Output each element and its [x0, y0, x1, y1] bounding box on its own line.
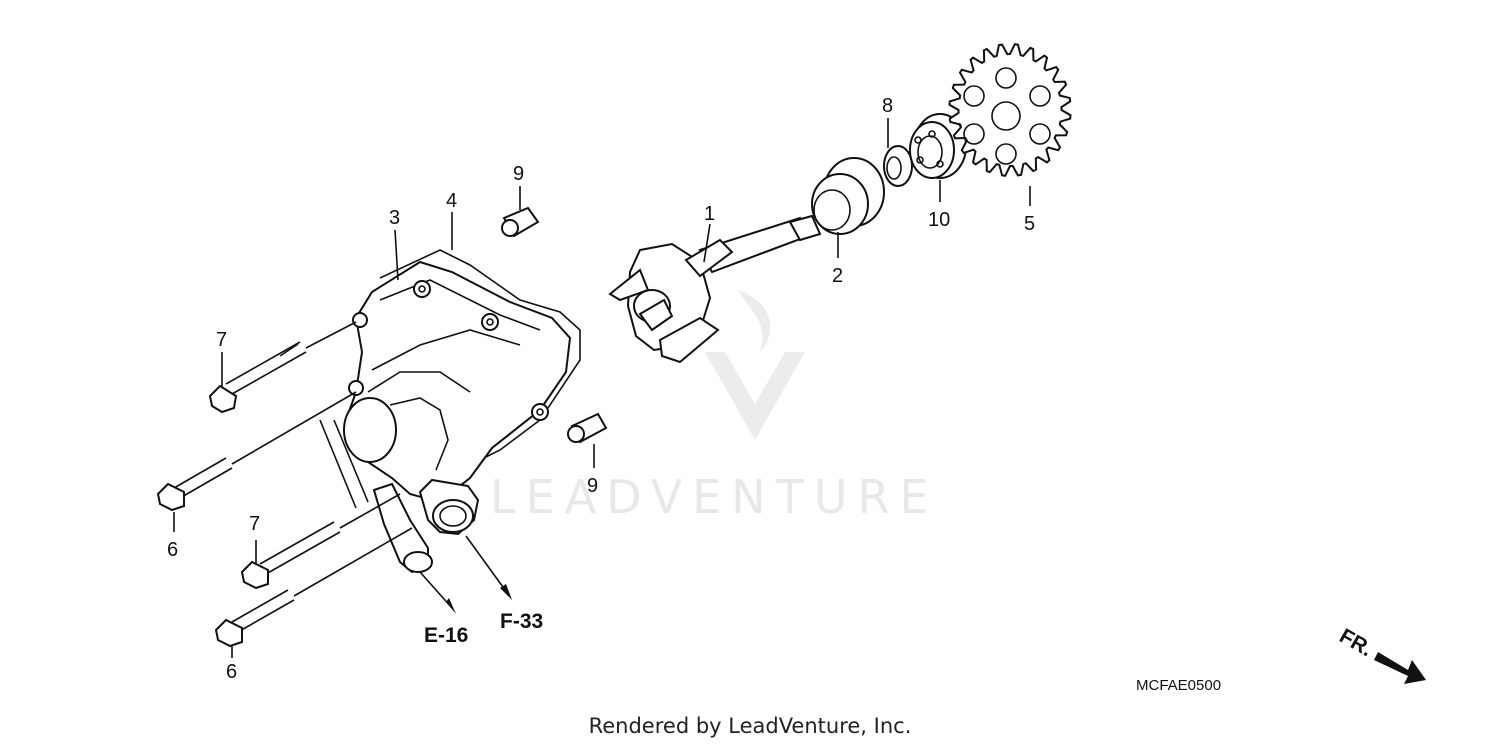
callout-7-upper: 7	[216, 329, 227, 351]
reference-f33: F-33	[500, 610, 543, 633]
reference-arrows	[419, 535, 512, 614]
footer-credit: Rendered by LeadVenture, Inc.	[588, 714, 912, 738]
callout-6-lower: 6	[226, 661, 237, 683]
front-direction-indicator: FR.	[1336, 624, 1426, 684]
mechanical-seal	[811, 157, 885, 235]
drive-gear	[948, 43, 1072, 177]
callout-9-lower: 9	[587, 475, 598, 497]
impeller-shaft	[608, 214, 822, 364]
callout-4: 4	[446, 190, 457, 212]
bolt-6-upper	[156, 391, 357, 512]
callout-3: 3	[389, 207, 400, 229]
bolt-6-lower	[214, 527, 413, 648]
watermark: LEADVENTURE	[490, 290, 939, 524]
bolt-7-upper	[208, 321, 357, 414]
callout-6-upper: 6	[167, 539, 178, 561]
reference-e16: E-16	[424, 624, 468, 647]
bolt-7-lower	[240, 493, 401, 590]
leader-lines	[173, 118, 1031, 658]
callout-9-upper: 9	[513, 163, 524, 185]
watermark-text: LEADVENTURE	[490, 470, 939, 524]
washer	[883, 145, 913, 187]
callout-8: 8	[882, 95, 893, 117]
dowel-pins	[501, 206, 608, 444]
callout-7-lower: 7	[249, 513, 260, 535]
callout-numbers: 1 2 3 4 5 6 6 7 7 8 9 9 10	[167, 95, 1035, 683]
diagram-code: MCFAE0500	[1136, 677, 1221, 694]
callout-2: 2	[832, 265, 843, 287]
callout-5: 5	[1024, 213, 1035, 235]
callout-10: 10	[928, 209, 950, 231]
arrow-right-icon	[1374, 652, 1426, 684]
callout-1: 1	[704, 203, 715, 225]
front-label: FR.	[1336, 624, 1377, 661]
pump-cover	[343, 249, 581, 574]
bolts	[156, 321, 413, 648]
